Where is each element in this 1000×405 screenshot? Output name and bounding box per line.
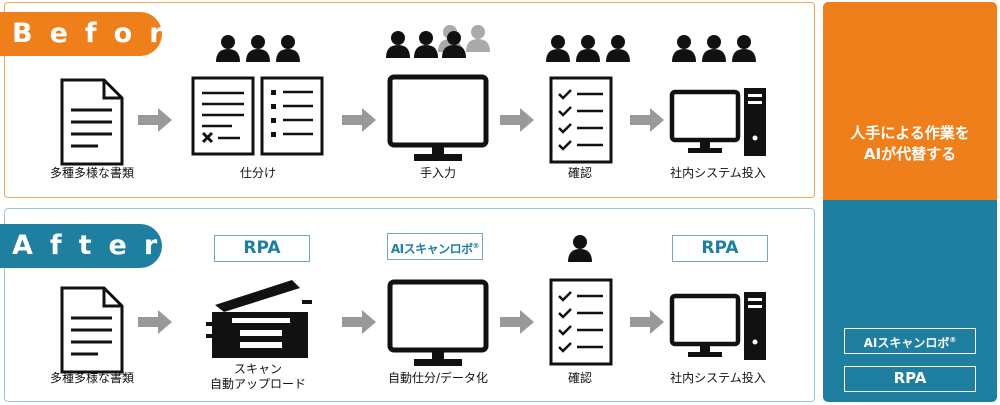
after-tab: After [0,224,162,268]
step-label-line2: 自動アップロード [209,377,306,391]
arrow-icon [500,108,534,132]
step-label-line1: スキャン [233,362,282,376]
step-label: 社内システム投入 [670,371,766,385]
people-group-icon [216,35,300,62]
arrow-icon [500,310,534,334]
ai-scan-robo-label: AIスキャンロボ [390,242,473,256]
rpa-badge: RPA [672,235,768,262]
crowd-icon [386,25,490,58]
registered-mark: ® [472,242,480,250]
checklist-icon [549,278,613,366]
sorting-sheets-icon [191,76,324,156]
ai-scan-robo-badge: AIスキャンロボ® [387,233,483,260]
sidebar-bottom [823,200,997,402]
people-group-icon [672,35,756,62]
step-label: 手入力 [419,166,456,180]
documents-icon [60,78,124,166]
step-label: 社内システム投入 [670,166,766,180]
step-label: 多種多様な書類 [49,371,134,385]
monitor-icon [390,77,486,161]
person-icon [568,235,592,262]
computer-icon [672,88,766,156]
monitor-icon [390,282,486,366]
computer-icon [672,292,766,360]
sidebar-caption-line2: AIが代替する [863,145,957,163]
step-label: 自動仕分/データ化 [387,371,489,385]
documents-icon [60,286,124,374]
step-label: 仕分け [239,166,276,180]
scanner-icon [206,280,312,358]
sidebar-rpa-badge: RPA [844,366,976,392]
arrow-icon [138,310,172,334]
sidebar-top [823,2,997,200]
arrow-icon [342,310,376,334]
sidebar-caption-line1: 人手による作業を [850,124,970,142]
before-tab: Before [0,12,198,56]
step-label: 確認 [567,166,592,180]
arrow-icon [630,310,664,334]
step-label: 多種多様な書類 [49,166,134,180]
step-label: 確認 [567,371,592,385]
arrow-icon [630,108,664,132]
sidebar-caption: 人手による作業を AIが代替する [823,123,997,165]
sidebar-ai-label: AIスキャンロボ [863,336,950,350]
arrow-icon [342,108,376,132]
sidebar-ai-badge: AIスキャンロボ® [844,328,976,354]
sidebar-panel: 人手による作業を AIが代替する AIスキャンロボ® RPA [823,2,997,402]
arrow-icon [138,108,172,132]
checklist-icon [549,76,613,164]
rpa-badge: RPA [214,235,310,262]
people-group-icon [546,35,630,62]
registered-mark: ® [949,336,957,344]
